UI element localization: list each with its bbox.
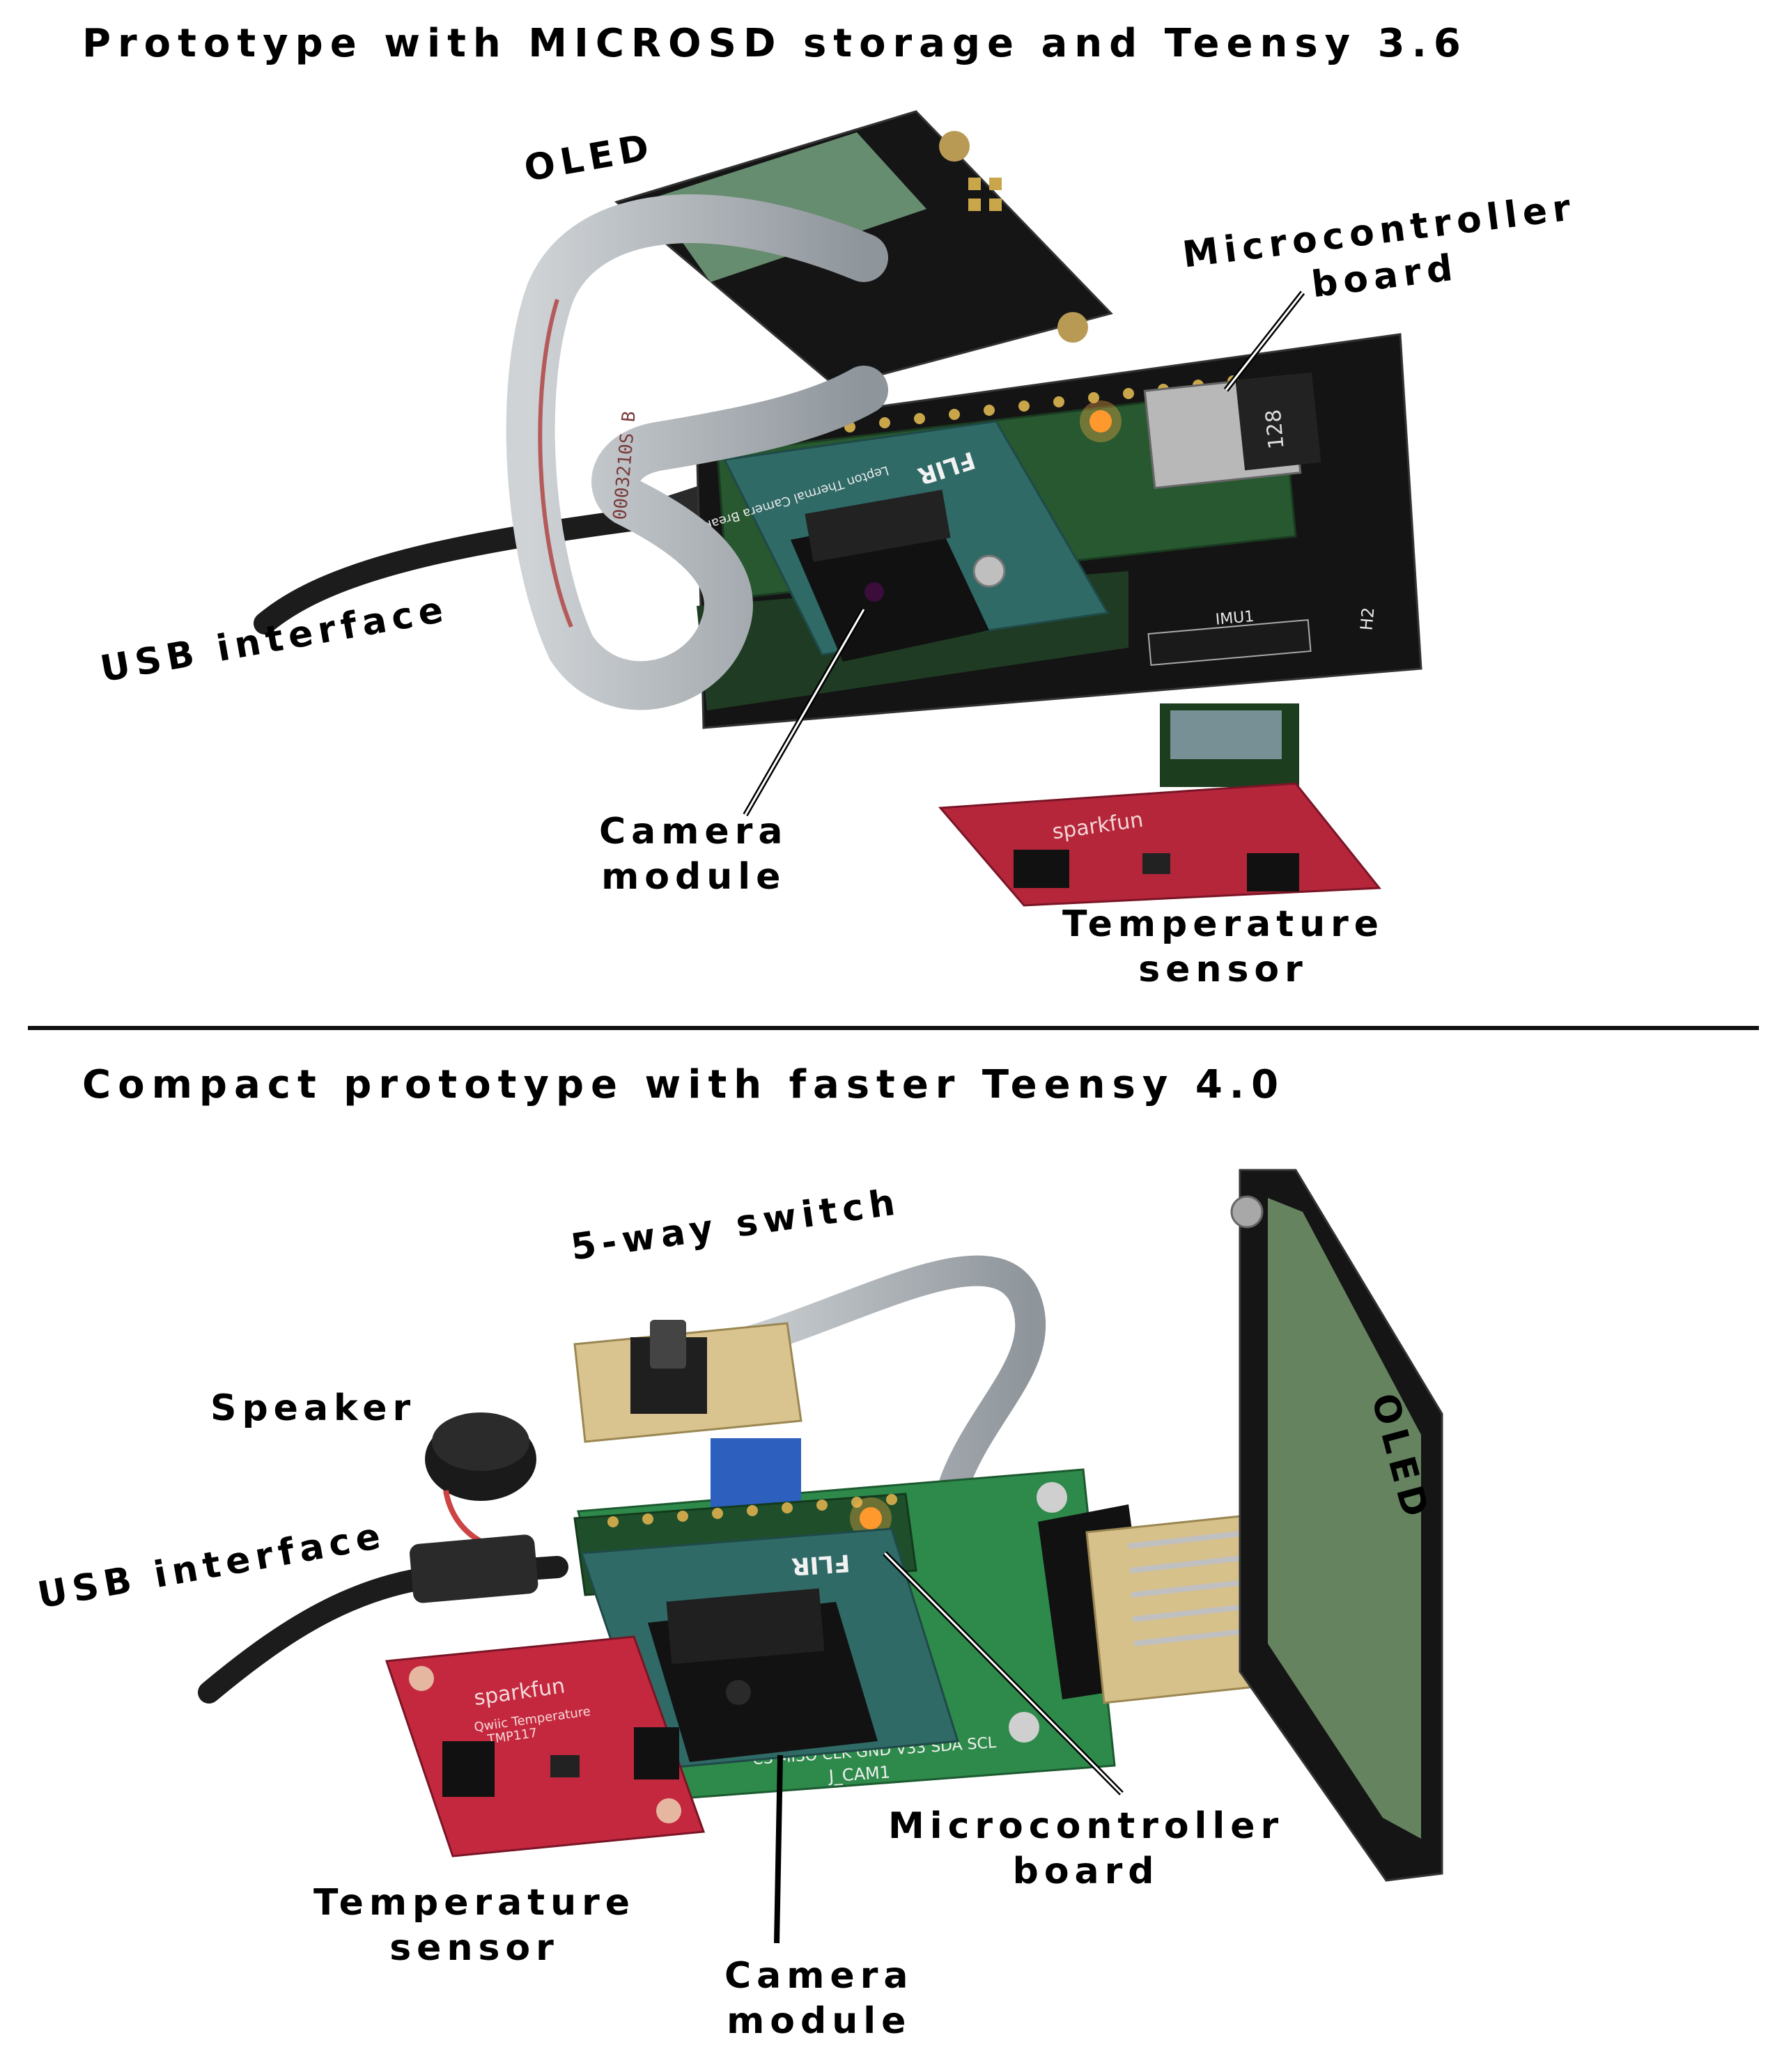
oled-mount-hole-2	[1057, 312, 1088, 343]
bottom-label-temperature-line1: Temperature	[313, 1882, 636, 1924]
jcam-label: J_CAM1	[827, 1762, 891, 1786]
switch-knob	[650, 1320, 686, 1369]
leader-camera-bottom	[774, 1754, 783, 1944]
top-title: Prototype with MICROSD storage and Teens…	[82, 21, 1468, 66]
ribbon-cable-edge	[538, 299, 573, 628]
leader-camera-top-w	[744, 609, 865, 816]
tmp-mount-hole-2	[656, 1798, 681, 1823]
bottom-label-microcontroller-line2: board	[1012, 1851, 1160, 1892]
mount-hole-b2	[1009, 1712, 1039, 1743]
qwiic-connector-top-1	[1014, 850, 1069, 888]
bottom-label-temperature-line2: sensor	[389, 1927, 559, 1969]
oled-mount-hole-1	[939, 131, 970, 162]
status-led-top-glow	[1080, 400, 1122, 442]
tmp117-board-bottom	[385, 1635, 706, 1857]
top-prototype-photo: 128 IMU1 H2 FLIR Lepton Thermal Camera B…	[254, 110, 1422, 907]
leader-microcontroller-top-w	[1225, 292, 1304, 391]
bottom-label-speaker: Speaker	[210, 1387, 417, 1429]
bottom-label-microcontroller: Microcontroller board	[888, 1804, 1284, 1894]
tmp117-chip-top	[1142, 853, 1170, 874]
flir-logo-bottom: FLIR	[791, 1548, 851, 1580]
bottom-title: Compact prototype with faster Teensy 4.0	[82, 1062, 1286, 1107]
oled-screen-bottom	[1268, 1198, 1421, 1839]
microsd-card-label: 128	[1262, 408, 1289, 450]
h2-label: H2	[1357, 607, 1379, 632]
ribbon-cable-top	[506, 194, 888, 710]
potentiometer	[711, 1438, 801, 1508]
usb-connector-bottom	[410, 1534, 538, 1603]
usb-cable-top	[254, 504, 680, 634]
tmp117-chip-bottom	[550, 1755, 580, 1777]
oled-pins-bottom	[1128, 1529, 1260, 1646]
camera-socket-top	[805, 490, 951, 562]
top-label-camera-line1: Camera	[599, 811, 789, 852]
bottom-label-microcontroller-line1: Microcontroller	[888, 1805, 1285, 1847]
bottom-label-camera-line2: module	[727, 2000, 912, 2042]
section-divider	[28, 1026, 1759, 1030]
screw-top	[972, 554, 1006, 588]
bottom-label-camera: Camera module	[724, 1954, 913, 2044]
qwiic-connector-top-2	[1247, 853, 1299, 891]
top-label-temperature: Temperature sensor	[1062, 902, 1384, 992]
bottom-label-camera-line1: Camera	[724, 1955, 914, 1997]
oled-screw-bottom	[1230, 1195, 1264, 1229]
status-led-bottom	[860, 1507, 882, 1529]
top-label-temperature-line1: Temperature	[1062, 903, 1385, 945]
camera-lens-top	[864, 582, 884, 602]
leader-microcontroller-bottom-w	[883, 1552, 1123, 1795]
tmp-mount-hole-1	[409, 1666, 434, 1691]
top-label-camera-line2: module	[601, 856, 786, 898]
microsd-card	[1235, 372, 1321, 471]
camera-lens-bottom	[726, 1680, 751, 1705]
oled-pads-top	[968, 178, 1002, 211]
header-pins-bottom	[607, 1494, 897, 1527]
bottom-prototype-photo: J_CAM1 CS MISO CLK GND V33 SDA SCL FLIR …	[198, 1169, 1443, 1882]
qwiic-connector-b2	[634, 1727, 679, 1779]
speaker-top	[432, 1412, 529, 1471]
oled-screen-top	[651, 132, 926, 282]
camera-socket-bottom	[666, 1588, 825, 1665]
imu-module	[1147, 618, 1312, 667]
sensor-glue	[1170, 710, 1282, 759]
imu-label: IMU1	[1215, 608, 1255, 629]
top-label-camera: Camera module	[599, 809, 788, 900]
mount-hole-b1	[1037, 1482, 1067, 1513]
top-label-temperature-line2: sensor	[1138, 949, 1308, 990]
status-led-top	[1089, 410, 1112, 433]
ribbon-cable-bottom	[709, 1255, 1046, 1499]
qwiic-connector-b1	[442, 1741, 495, 1797]
bottom-label-temperature: Temperature sensor	[313, 1880, 635, 1971]
